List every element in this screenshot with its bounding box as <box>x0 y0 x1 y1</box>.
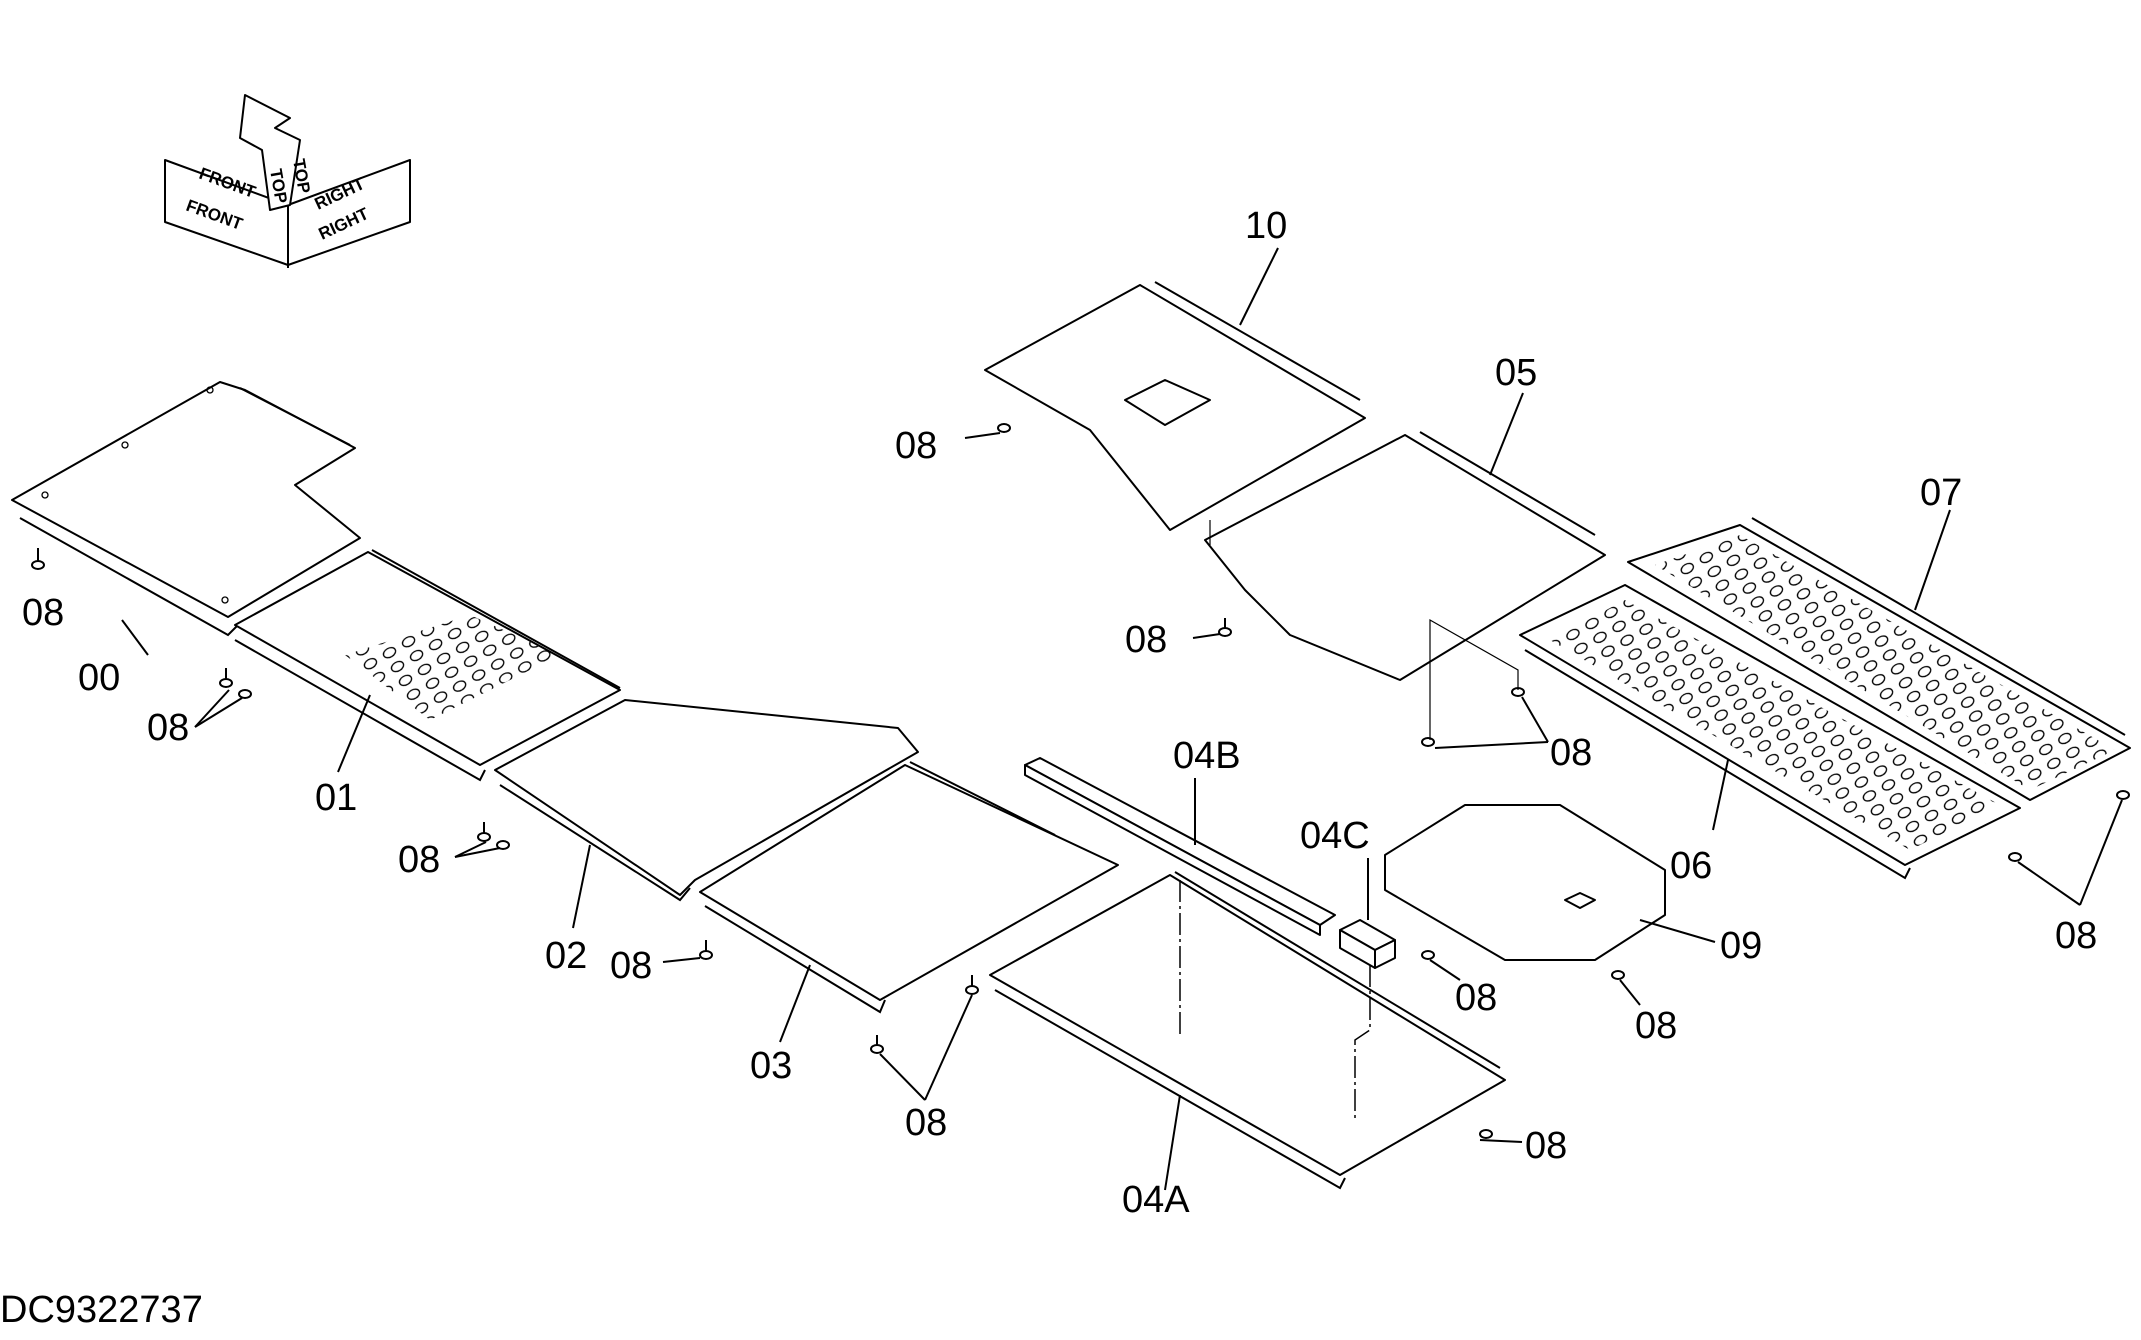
label-part-08-d: 08 <box>22 592 64 634</box>
label-part-08-f: 08 <box>398 839 440 881</box>
bolt <box>1218 618 1232 637</box>
label-part-09: 09 <box>1720 925 1762 967</box>
bolt <box>1421 950 1435 960</box>
plate-02 <box>494 699 919 902</box>
drawing-code: DC9322737 <box>0 1289 203 1331</box>
bolt <box>2008 852 2022 862</box>
bolt <box>699 940 713 960</box>
label-part-08-i: 08 <box>1455 977 1497 1019</box>
plate-01 <box>234 549 621 782</box>
bolt <box>2116 790 2130 800</box>
label-part-06: 06 <box>1670 845 1712 887</box>
plate-03 <box>699 761 1119 1014</box>
label-part-01: 01 <box>315 777 357 819</box>
label-part-05: 05 <box>1495 352 1537 394</box>
label-part-08-a: 08 <box>895 425 937 467</box>
plate-07 <box>1627 517 2131 801</box>
label-part-08-e: 08 <box>147 707 189 749</box>
label-part-08-h: 08 <box>905 1102 947 1144</box>
part-labels: 10 05 07 08 08 08 08 00 08 01 08 02 08 0… <box>22 205 2097 1221</box>
label-part-08-k: 08 <box>1525 1125 1567 1167</box>
plate-10 <box>984 281 1366 531</box>
label-part-08-c: 08 <box>1550 732 1592 774</box>
orientation-top-arrow <box>239 94 301 211</box>
label-part-08-b: 08 <box>1125 619 1167 661</box>
bolt <box>1479 1129 1493 1139</box>
bolt <box>238 689 252 699</box>
orientation-indicator: FRONT FRONT TOP TOP RIGHT RIGHT <box>164 94 411 268</box>
label-part-10: 10 <box>1245 205 1287 247</box>
bolt <box>1421 737 1435 747</box>
assembly-lines <box>1179 520 1519 1120</box>
part-04B-bar <box>1024 757 1336 936</box>
label-part-08-l: 08 <box>2055 915 2097 957</box>
label-part-02: 02 <box>545 935 587 977</box>
plate-06 <box>1519 584 2021 880</box>
label-part-04B: 04B <box>1173 735 1241 777</box>
bolt <box>965 975 979 995</box>
part-04C-block <box>1339 919 1396 969</box>
plate-05 <box>1204 431 1606 681</box>
label-part-00: 00 <box>78 657 120 699</box>
bolt <box>870 1035 884 1054</box>
label-part-08-g: 08 <box>610 945 652 987</box>
plate-09 <box>1384 804 1666 961</box>
label-part-07: 07 <box>1920 472 1962 514</box>
plate-04A <box>989 871 1506 1190</box>
label-part-04C: 04C <box>1300 815 1370 857</box>
bolt <box>219 668 233 688</box>
label-part-03: 03 <box>750 1045 792 1087</box>
label-part-08-j: 08 <box>1635 1005 1677 1047</box>
plate-00 <box>11 381 361 637</box>
bolt <box>496 840 510 850</box>
label-part-04A: 04A <box>1122 1179 1190 1221</box>
leader-lines <box>121 247 2123 1191</box>
bolt <box>31 548 45 570</box>
bolt <box>1611 970 1625 980</box>
bolt <box>477 822 491 842</box>
bolt <box>997 423 1011 433</box>
